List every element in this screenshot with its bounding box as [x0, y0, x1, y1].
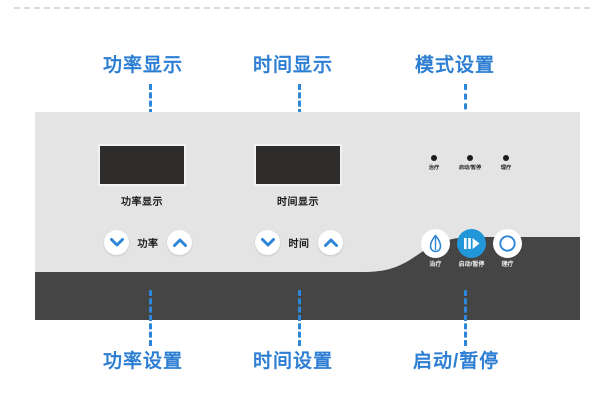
time-stepper-label: 时间: [288, 239, 310, 250]
led-label-treatment: 治疗: [428, 165, 440, 171]
led-cell-start-pause: 启动/暂停: [452, 155, 488, 172]
physiotherapy-mode-button[interactable]: [493, 229, 522, 258]
time-increase-button[interactable]: [318, 230, 343, 255]
time-decrease-button[interactable]: [255, 230, 280, 255]
power-display-screen: [98, 144, 186, 186]
annotation-mode-setting: 模式设置: [415, 55, 496, 76]
chevron-down-icon: [260, 238, 275, 247]
mode-cell-start-pause: 启动/暂停: [455, 229, 488, 268]
physiotherapy-mode-label: 理疗: [501, 262, 514, 268]
annotation-power-setting: 功率设置: [103, 351, 184, 372]
power-decrease-button[interactable]: [104, 230, 129, 255]
ring-icon: [499, 235, 516, 252]
top-divider: [14, 7, 590, 9]
treatment-mode-label: 治疗: [429, 262, 442, 268]
start-pause-mode-label: 启动/暂停: [458, 262, 485, 268]
leader-line-time-setting: [298, 290, 301, 346]
time-display-screen: [254, 144, 342, 186]
led-label-start-pause: 启动/暂停: [458, 165, 482, 171]
annotation-time-setting: 时间设置: [253, 351, 334, 372]
mode-cell-treatment: 治疗: [419, 229, 452, 268]
time-display-caption: 时间显示: [277, 197, 319, 208]
chevron-down-icon: [109, 238, 124, 247]
led-dot-physiotherapy-icon: [503, 155, 509, 161]
leaf-icon: [429, 234, 442, 253]
leader-line-start-pause: [464, 290, 467, 346]
power-stepper: 功率: [104, 230, 192, 255]
power-display-caption: 功率显示: [121, 197, 163, 208]
play-pause-icon: [464, 238, 480, 249]
led-indicator-row: 治疗 启动/暂停 理疗: [416, 155, 524, 172]
treatment-mode-button[interactable]: [421, 229, 450, 258]
time-stepper: 时间: [255, 230, 343, 255]
annotation-power-display: 功率显示: [103, 55, 184, 76]
annotation-time-display: 时间显示: [253, 55, 334, 76]
power-increase-button[interactable]: [167, 230, 192, 255]
leader-line-power-setting: [149, 290, 152, 346]
led-dot-treatment-icon: [431, 155, 437, 161]
chevron-up-icon: [172, 238, 187, 247]
mode-button-row: 治疗 启动/暂停 理疗: [419, 229, 524, 268]
panel-wave-background: [35, 237, 580, 320]
mode-cell-physiotherapy: 理疗: [491, 229, 524, 268]
led-cell-treatment: 治疗: [416, 155, 452, 172]
start-pause-mode-button[interactable]: [457, 229, 486, 258]
chevron-up-icon: [323, 238, 338, 247]
led-label-physiotherapy: 理疗: [500, 165, 512, 171]
led-dot-start-pause-icon: [467, 155, 473, 161]
annotation-start-pause: 启动/暂停: [413, 351, 500, 372]
led-cell-physiotherapy: 理疗: [488, 155, 524, 172]
power-display-group: 功率显示: [98, 144, 186, 208]
device-panel: 功率显示 时间显示 治疗 启动/暂停 理疗: [35, 112, 580, 320]
time-display-group: 时间显示: [254, 144, 342, 208]
power-stepper-label: 功率: [137, 239, 159, 250]
